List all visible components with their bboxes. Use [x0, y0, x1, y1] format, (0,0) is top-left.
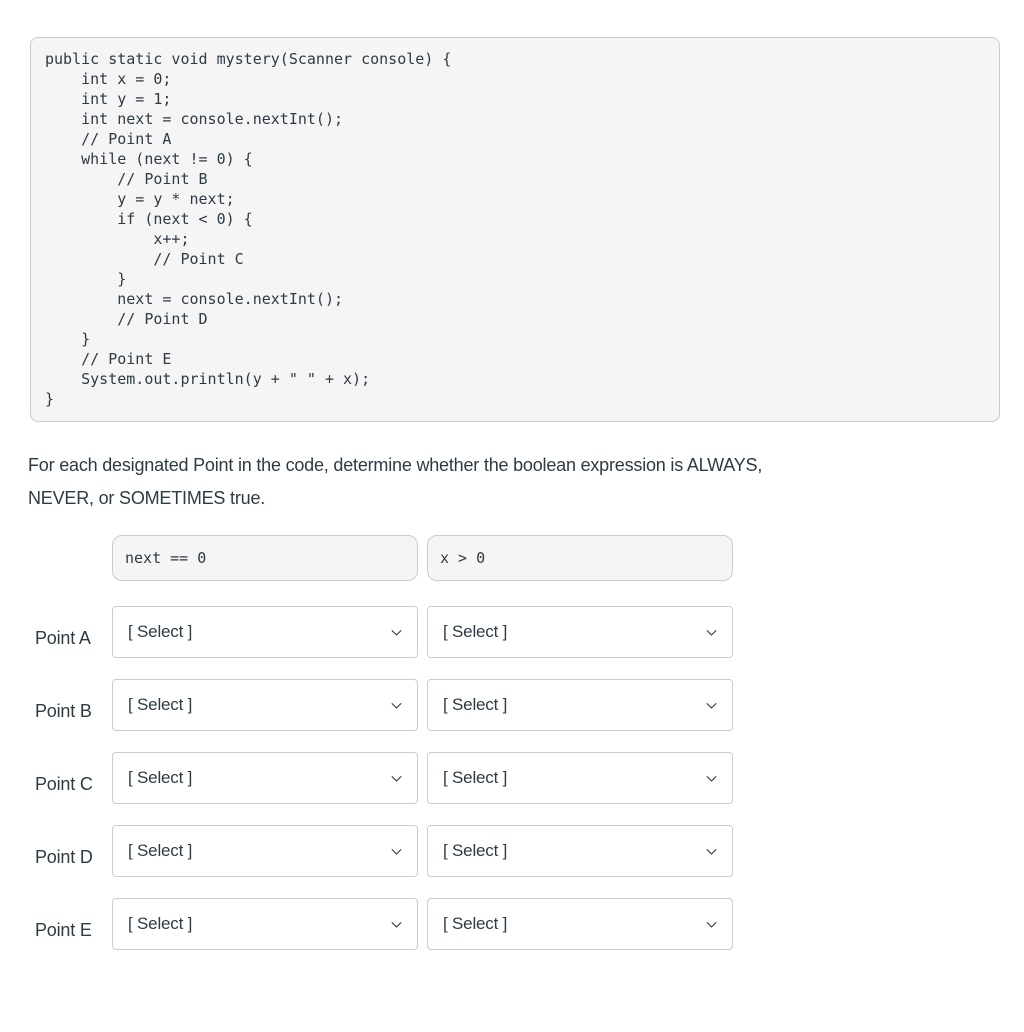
expression-text: next == 0 — [125, 549, 207, 567]
row-label: Point A — [35, 627, 91, 648]
table-row-point-a: Point A [ Select ] [ Select ] — [35, 606, 1024, 658]
table-row-point-d: Point D [ Select ] [ Select ] — [35, 825, 1024, 877]
chevron-down-icon — [389, 698, 404, 713]
expression-header-x-gt-0: x > 0 — [427, 535, 733, 581]
select-point-b-next-eq-0[interactable]: [ Select ] — [112, 679, 418, 731]
answer-table: next == 0 x > 0 Point A [ Select ] [ Sel… — [35, 535, 1024, 950]
chevron-down-icon — [389, 844, 404, 859]
chevron-down-icon — [704, 844, 719, 859]
select-point-d-next-eq-0[interactable]: [ Select ] — [112, 825, 418, 877]
row-label: Point B — [35, 700, 92, 721]
select-value: [ Select ] — [443, 914, 508, 933]
row-label: Point E — [35, 919, 92, 940]
table-row-point-e: Point E [ Select ] [ Select ] — [35, 898, 1024, 950]
select-point-b-x-gt-0[interactable]: [ Select ] — [427, 679, 733, 731]
row-label: Point C — [35, 773, 93, 794]
chevron-down-icon — [389, 917, 404, 932]
select-point-a-next-eq-0[interactable]: [ Select ] — [112, 606, 418, 658]
select-value: [ Select ] — [128, 914, 193, 933]
row-label: Point D — [35, 846, 93, 867]
select-value: [ Select ] — [443, 841, 508, 860]
select-point-d-x-gt-0[interactable]: [ Select ] — [427, 825, 733, 877]
select-point-c-next-eq-0[interactable]: [ Select ] — [112, 752, 418, 804]
select-value: [ Select ] — [128, 841, 193, 860]
chevron-down-icon — [389, 625, 404, 640]
header-spacer — [35, 552, 112, 564]
select-value: [ Select ] — [128, 695, 193, 714]
chevron-down-icon — [704, 625, 719, 640]
select-value: [ Select ] — [443, 768, 508, 787]
select-point-e-next-eq-0[interactable]: [ Select ] — [112, 898, 418, 950]
chevron-down-icon — [704, 771, 719, 786]
expression-header-row: next == 0 x > 0 — [35, 535, 1024, 581]
chevron-down-icon — [704, 698, 719, 713]
code-block: public static void mystery(Scanner conso… — [30, 37, 1000, 422]
code-text: public static void mystery(Scanner conso… — [45, 50, 452, 408]
chevron-down-icon — [389, 771, 404, 786]
select-point-a-x-gt-0[interactable]: [ Select ] — [427, 606, 733, 658]
question-text: For each designated Point in the code, d… — [28, 455, 763, 508]
table-row-point-c: Point C [ Select ] [ Select ] — [35, 752, 1024, 804]
table-row-point-b: Point B [ Select ] [ Select ] — [35, 679, 1024, 731]
select-point-e-x-gt-0[interactable]: [ Select ] — [427, 898, 733, 950]
chevron-down-icon — [704, 917, 719, 932]
select-point-c-x-gt-0[interactable]: [ Select ] — [427, 752, 733, 804]
select-value: [ Select ] — [128, 768, 193, 787]
expression-header-next-eq-0: next == 0 — [112, 535, 418, 581]
select-value: [ Select ] — [443, 695, 508, 714]
select-value: [ Select ] — [128, 622, 193, 641]
expression-text: x > 0 — [440, 549, 486, 567]
select-value: [ Select ] — [443, 622, 508, 641]
